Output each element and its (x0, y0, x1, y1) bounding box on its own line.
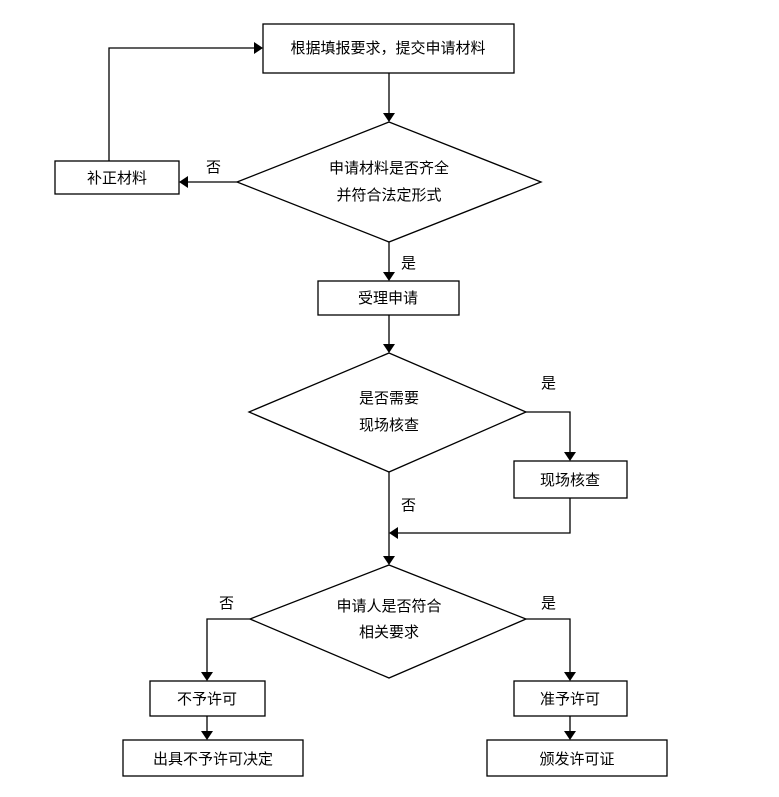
node-deny-decision-label: 出具不予许可决定 (153, 750, 273, 768)
node-deny-label: 不予许可 (177, 690, 237, 708)
node-issue-label: 颁发许可证 (539, 750, 614, 768)
node-need-diamond (247, 352, 528, 473)
arrowhead-approve (564, 672, 576, 681)
arrowhead-inspect (564, 452, 576, 461)
node-approve (513, 680, 628, 717)
arrowhead-issue (564, 731, 576, 740)
arrowhead-meet (383, 556, 395, 565)
node-submit-label: 根据填报要求，提交申请材料 (290, 39, 485, 57)
node-inspect-label: 现场核查 (540, 471, 600, 489)
edge-correct-to-submit (108, 47, 254, 161)
node-meet-label-line2: 相关要求 (359, 623, 419, 641)
node-check-diamond (235, 121, 543, 243)
edge-inspect-to-merge (398, 498, 571, 534)
edge-need-to-inspect (526, 411, 571, 452)
edge-meet-to-approve (526, 618, 571, 672)
edge-label-need-yes: 是 (541, 374, 556, 392)
node-submit (262, 23, 515, 74)
node-accept-label: 受理申请 (358, 289, 418, 307)
edge-label-meet-yes: 是 (541, 594, 556, 612)
node-deny (149, 680, 266, 717)
node-meet-label-line1: 申请人是否符合 (336, 597, 441, 615)
arrowhead-accept (383, 272, 395, 281)
edge-label-check-yes: 是 (401, 254, 416, 272)
edge-meet-to-deny (206, 618, 250, 672)
arrowhead-deny (201, 672, 213, 681)
edge-label-check-no: 否 (206, 158, 221, 176)
node-issue (486, 739, 668, 777)
node-check-label-line2: 并符合法定形式 (336, 186, 441, 204)
node-need-label-line2: 现场核查 (359, 416, 419, 434)
edge-label-need-no: 否 (401, 496, 416, 514)
edge-label-meet-no: 否 (219, 594, 234, 612)
node-check-label-line1: 申请材料是否齐全 (329, 159, 449, 177)
arrowhead-deny-decision (201, 731, 213, 740)
arrowhead-submit (254, 42, 263, 54)
arrowhead-check (383, 113, 395, 122)
node-inspect (513, 460, 628, 499)
arrowhead-merge (389, 527, 398, 539)
node-deny-decision (122, 739, 304, 777)
node-accept (317, 280, 460, 316)
node-approve-label: 准予许可 (540, 690, 600, 708)
arrowhead-correct (179, 176, 188, 188)
node-meet-diamond (248, 564, 528, 679)
node-correct-label: 补正材料 (87, 169, 147, 187)
node-correct (54, 160, 180, 195)
node-need-label-line1: 是否需要 (359, 389, 419, 407)
arrowhead-need (383, 344, 395, 353)
